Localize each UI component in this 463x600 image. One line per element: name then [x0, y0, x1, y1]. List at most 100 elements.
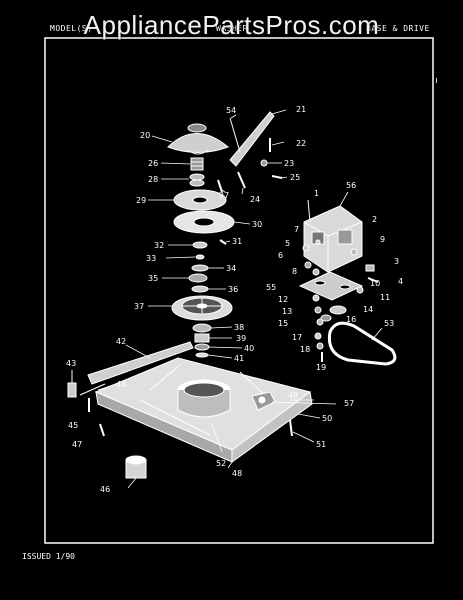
part-32-ring[interactable] — [192, 241, 208, 249]
part-47-screw[interactable] — [99, 423, 105, 437]
part-21-arm[interactable] — [229, 111, 275, 167]
part-8[interactable] — [312, 268, 320, 276]
part-23-clip[interactable] — [260, 159, 268, 167]
callout-3: 3 — [394, 257, 399, 266]
callout-6: 6 — [278, 251, 283, 260]
part-56-motor[interactable] — [303, 205, 363, 273]
diagram-frame — [44, 37, 434, 544]
part-53-belt[interactable] — [327, 321, 397, 366]
part-24-bolt[interactable] — [237, 171, 246, 189]
part-3[interactable] — [365, 264, 375, 272]
part-26-spring[interactable] — [190, 157, 204, 171]
part-37-pulley[interactable] — [171, 295, 233, 321]
callout-43: 43 — [66, 359, 76, 368]
callout-23: 23 — [284, 159, 294, 168]
part-36-ring[interactable] — [191, 285, 209, 293]
part-38[interactable] — [192, 323, 212, 333]
part-42-brace[interactable] — [87, 341, 194, 385]
part-34-ring[interactable] — [191, 264, 209, 272]
callout-55: 55 — [266, 283, 276, 292]
part-13[interactable] — [314, 306, 322, 314]
part-5[interactable] — [302, 244, 310, 252]
part-44-rod[interactable] — [79, 383, 106, 396]
part-54-rod[interactable] — [229, 117, 241, 153]
callout-27: 27 — [219, 191, 229, 200]
part-14[interactable] — [329, 305, 347, 315]
part-12[interactable] — [312, 294, 320, 302]
callout-24: 24 — [250, 195, 260, 204]
part-40[interactable] — [194, 343, 210, 351]
callout-18: 18 — [300, 345, 310, 354]
callout-56: 56 — [346, 181, 356, 190]
callout-39: 39 — [236, 334, 246, 343]
part-18[interactable] — [316, 342, 324, 350]
callout-16: 16 — [346, 315, 356, 324]
callout-31: 31 — [232, 237, 242, 246]
part-51-screw[interactable] — [289, 419, 293, 437]
callout-36: 36 — [228, 285, 238, 294]
callout-17: 17 — [292, 333, 302, 342]
callout-11: 11 — [380, 293, 390, 302]
callout-33: 33 — [146, 254, 156, 263]
callout-26: 26 — [148, 159, 158, 168]
part-28-coil[interactable] — [189, 173, 205, 187]
part-31[interactable] — [219, 239, 227, 245]
callout-37: 37 — [134, 302, 144, 311]
callout-15: 15 — [278, 319, 288, 328]
callout-22: 22 — [296, 139, 306, 148]
header-section: BASE & DRIVE — [366, 24, 430, 33]
part-6[interactable] — [304, 261, 312, 269]
part-39[interactable] — [194, 333, 210, 343]
callout-52: 52 — [216, 459, 226, 468]
part-35-bushing[interactable] — [188, 273, 208, 283]
callout-25: 25 — [290, 173, 300, 182]
part-4[interactable] — [367, 277, 379, 283]
part-43-bolt[interactable] — [67, 370, 77, 398]
callout-13: 13 — [282, 307, 292, 316]
issued-date: ISSUED 1/90 — [22, 552, 75, 561]
part-41[interactable] — [195, 352, 209, 358]
callout-2: 2 — [372, 215, 377, 224]
callout-50: 50 — [322, 414, 332, 423]
header-model: MODEL(S) — [50, 24, 93, 33]
callout-54: 54 — [226, 106, 236, 115]
part-15[interactable] — [316, 318, 324, 326]
callout-48: 48 — [232, 469, 242, 478]
part-48-base[interactable] — [94, 357, 313, 463]
part-30-disc[interactable] — [173, 210, 235, 234]
callout-14: 14 — [363, 305, 373, 314]
callout-40: 40 — [244, 344, 254, 353]
part-20-agitator-cap[interactable] — [167, 123, 229, 155]
callout-44: 44 — [116, 380, 126, 389]
callout-34: 34 — [226, 264, 236, 273]
callout-7: 7 — [294, 225, 299, 234]
part-1-wire[interactable] — [307, 199, 311, 223]
callout-53: 53 — [384, 319, 394, 328]
part-17[interactable] — [314, 332, 322, 340]
part-46-foot[interactable] — [125, 455, 147, 479]
header-washer: WASHER — [216, 24, 248, 33]
callout-19: 19 — [316, 363, 326, 372]
margin-tick — [436, 78, 437, 83]
callout-4: 4 — [398, 277, 403, 286]
watermark: AppliancePartsPros.com — [83, 10, 380, 40]
callout-30: 30 — [252, 220, 262, 229]
part-7[interactable] — [315, 239, 321, 245]
part-9[interactable] — [350, 248, 358, 256]
part-25-screw[interactable] — [271, 175, 283, 179]
callout-41: 41 — [234, 354, 244, 363]
leader-lines — [97, 109, 383, 489]
part-27[interactable] — [217, 179, 223, 193]
part-33-washer[interactable] — [195, 254, 205, 260]
callout-57: 57 — [344, 399, 354, 408]
callout-28: 28 — [148, 175, 158, 184]
callout-20: 20 — [140, 131, 150, 140]
callout-32: 32 — [154, 241, 164, 250]
part-10-mount[interactable] — [298, 271, 364, 301]
callout-49: 49 — [288, 391, 298, 400]
part-16[interactable] — [320, 314, 332, 322]
callout-35: 35 — [148, 274, 158, 283]
callout-8: 8 — [292, 267, 297, 276]
callout-47: 47 — [72, 440, 82, 449]
part-11[interactable] — [356, 286, 364, 294]
